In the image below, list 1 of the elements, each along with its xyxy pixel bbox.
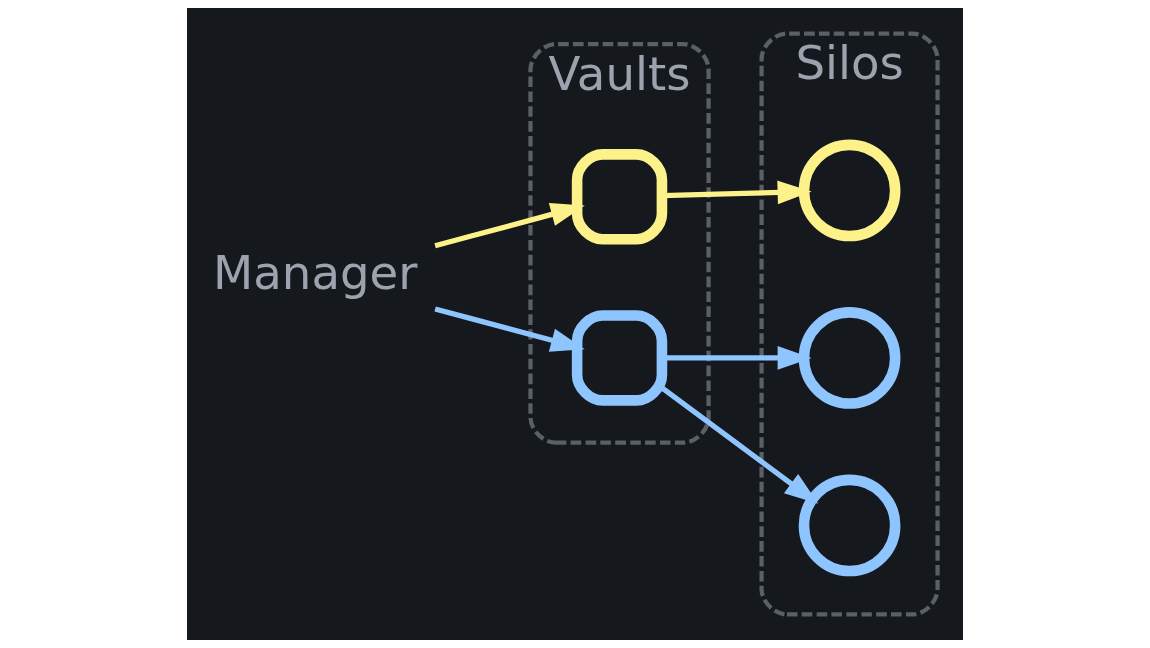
node-text: Manager [213, 246, 418, 301]
